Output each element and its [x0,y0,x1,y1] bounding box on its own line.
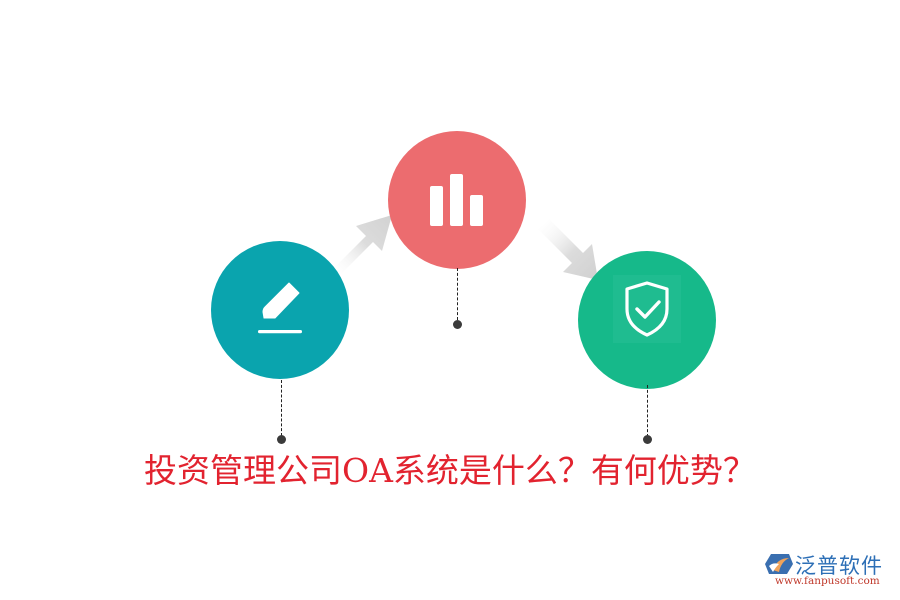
step-2-connector-dot [453,320,462,329]
arrow-down-right-icon [538,219,598,280]
step-1-connector-line [281,380,282,436]
shield-check-icon [613,275,681,343]
step-1-connector-dot [277,435,286,444]
brand-logo-mark-icon [765,554,793,574]
diagram-title: 投资管理公司OA系统是什么？有何优势？ [144,451,756,490]
step-2-connector-line [457,268,458,320]
pencil-edit-icon [258,282,302,334]
arrow-up-right-icon [332,215,392,276]
step-3-connector-dot [643,435,652,444]
step-3-connector-line [647,385,648,437]
step-3-circle [578,251,716,389]
step-2-circle [388,131,526,269]
brand-logo[interactable]: 泛普软件 www.fanpusoft.com [765,550,895,590]
bar-chart-icon [430,174,483,226]
brand-name: 泛普软件 [795,554,883,578]
brand-url[interactable]: www.fanpusoft.com [775,575,880,587]
step-1-circle [211,241,349,379]
